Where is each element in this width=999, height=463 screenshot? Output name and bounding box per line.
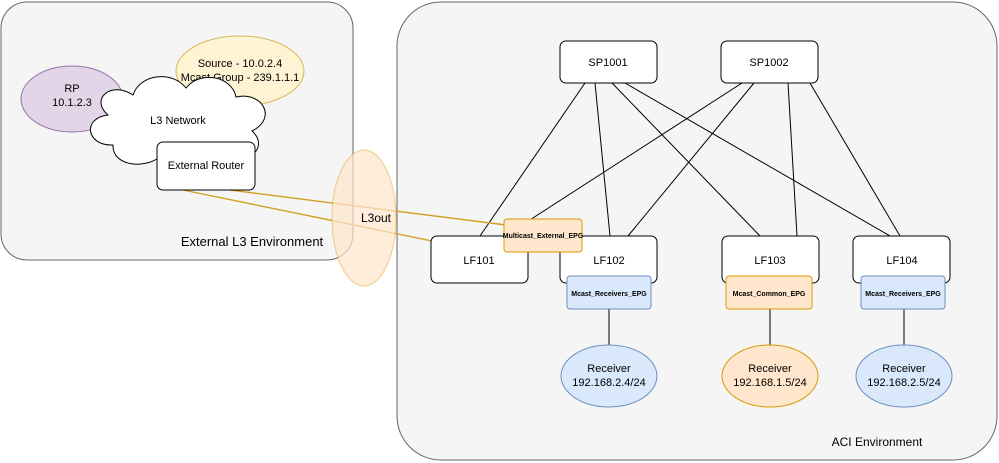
receiver-lf103: Receiver 192.168.1.5/24	[721, 344, 819, 408]
leaf-label: LF103	[754, 255, 785, 267]
leaf-label: LF102	[593, 255, 624, 267]
external-environment-label: External L3 Environment	[181, 234, 324, 249]
fabric-links	[479, 82, 901, 237]
link-sp1001-lf102	[594, 82, 611, 237]
link-sp1002-lf103	[787, 82, 798, 237]
link-sp1001-lf104	[624, 82, 891, 237]
spine-sp1001: SP1001	[559, 40, 658, 84]
link-sp1001-lf101	[479, 82, 586, 237]
l3out-zone: L3out	[331, 149, 397, 287]
epg-receivers-lf104: Mcast_Receivers_EPG	[860, 275, 946, 310]
link-sp1002-lf101	[504, 82, 743, 237]
aci-environment-area	[396, 1, 998, 461]
link-sp1002-lf102	[627, 82, 755, 237]
epg-label: Multicast_External_EPG	[503, 233, 584, 240]
receiver-ip: 192.168.2.4/24	[572, 377, 645, 389]
cloud-label: L3 Network	[150, 115, 206, 127]
source-address: Source - 10.0.2.4	[198, 58, 282, 70]
leaf-label: LF101	[463, 255, 494, 267]
aci-environment-label: ACI Environment	[832, 435, 923, 449]
epg-label: Mcast_Common_EPG	[733, 291, 806, 298]
receiver-ip: 192.168.2.5/24	[867, 377, 940, 389]
leaf-label: LF104	[886, 255, 917, 267]
receiver-links	[608, 309, 905, 345]
spine-label: SP1002	[749, 57, 788, 69]
epg-label: Mcast_Receivers_EPG	[865, 291, 941, 298]
rp-label: RP	[64, 83, 79, 95]
rp-address: 10.1.2.3	[52, 97, 92, 109]
link-sp1002-lf104	[809, 82, 901, 237]
epg-receivers-lf102: Mcast_Receivers_EPG	[566, 275, 652, 310]
epg-common-lf103: Mcast_Common_EPG	[725, 275, 813, 310]
link-sp1001-lf103	[611, 82, 761, 237]
epg-multicast-external: Multicast_External_EPG	[503, 218, 584, 253]
spine-sp1002: SP1002	[720, 40, 819, 84]
l3out-label: L3out	[361, 211, 392, 225]
receiver-ip: 192.168.1.5/24	[733, 377, 806, 389]
receiver-title: Receiver	[587, 363, 631, 375]
router-label: External Router	[168, 160, 245, 172]
receiver-lf104: Receiver 192.168.2.5/24	[855, 344, 953, 408]
receiver-lf102: Receiver 192.168.2.4/24	[560, 344, 658, 408]
receiver-title: Receiver	[748, 363, 792, 375]
receiver-title: Receiver	[882, 363, 926, 375]
external-router: External Router	[156, 141, 256, 191]
rendezvous-point: RP 10.1.2.3	[20, 65, 124, 133]
epg-label: Mcast_Receivers_EPG	[571, 291, 647, 298]
spine-label: SP1001	[588, 57, 627, 69]
